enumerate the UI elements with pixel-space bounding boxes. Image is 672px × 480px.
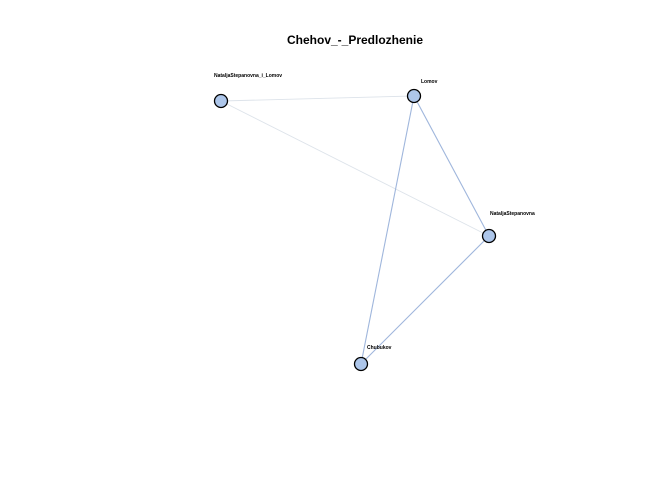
- edges-layer: [220, 95, 490, 365]
- graph-title: Chehov_-_Predlozhenie: [287, 33, 423, 47]
- edge-natalja_lomov-natalja: [220, 100, 490, 237]
- edge-natalja_lomov-lomov: [220, 95, 415, 102]
- edge-natalja-chubukov: [360, 235, 490, 365]
- edge-lomov-natalja: [413, 95, 490, 237]
- node-label-natalja: NataljaStepanovna: [490, 211, 535, 217]
- edge-lomov-chubukov: [360, 95, 415, 365]
- node-natalja_lomov[interactable]: [213, 93, 229, 109]
- node-lomov[interactable]: [406, 88, 422, 104]
- node-label-lomov: Lomov: [421, 79, 438, 85]
- nodes-layer: [213, 88, 497, 372]
- node-chubukov[interactable]: [353, 356, 369, 372]
- node-label-natalja_lomov: NataljaStepanovna_i_Lomov: [214, 73, 282, 79]
- node-label-chubukov: Chubukov: [367, 345, 392, 351]
- labels-layer: NataljaStepanovna_i_LomovLomovNataljaSte…: [214, 73, 535, 351]
- node-natalja[interactable]: [481, 228, 497, 244]
